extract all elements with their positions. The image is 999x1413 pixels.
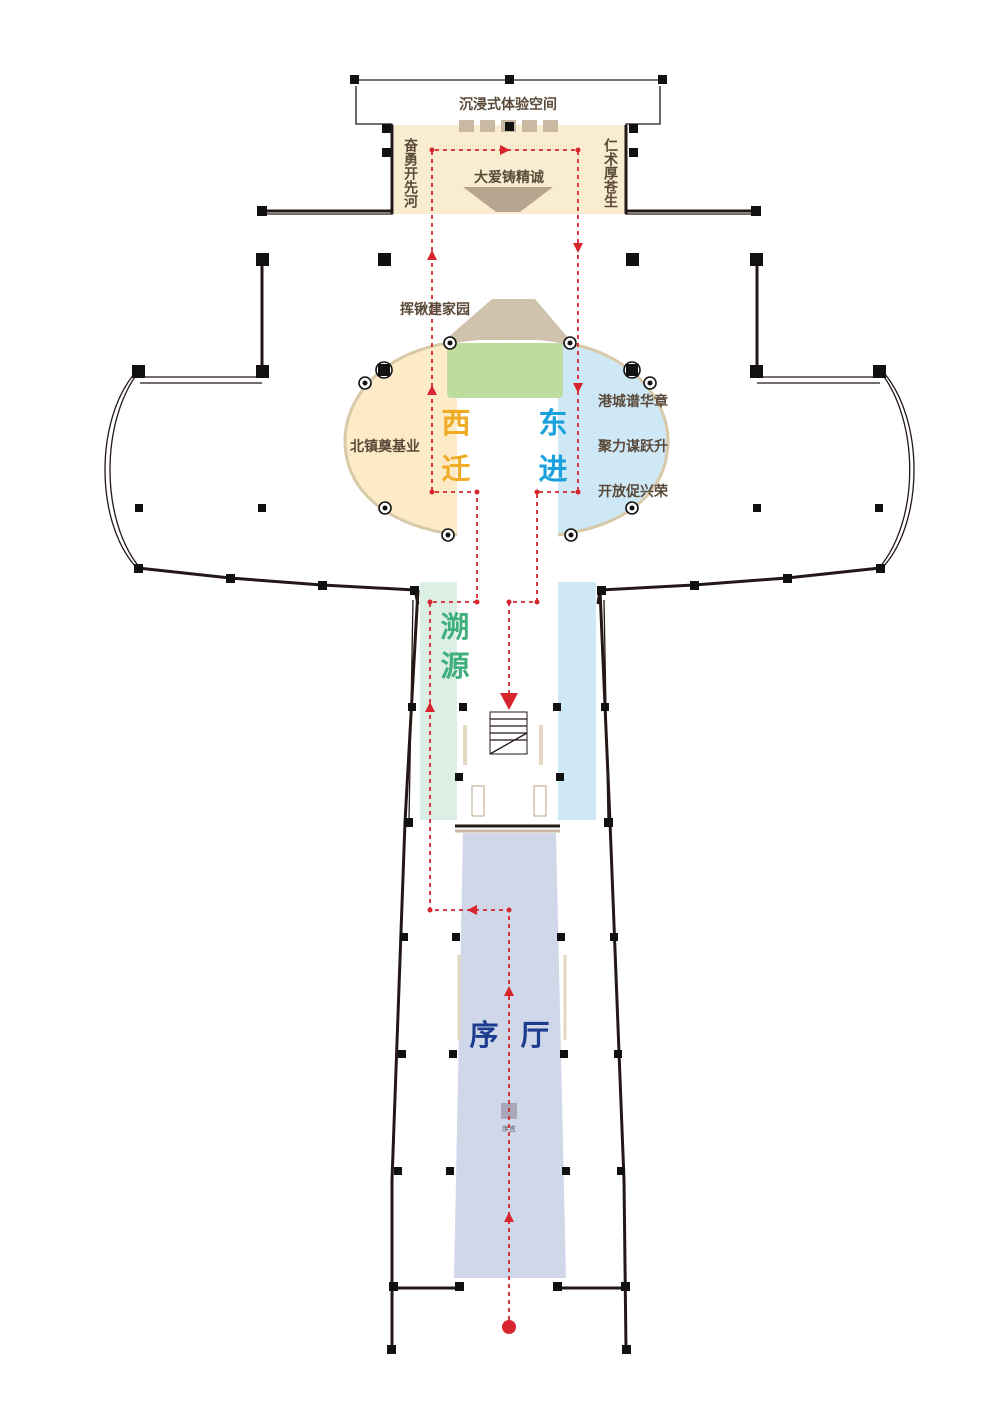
immersive-space-label[interactable]: 沉浸式体验空间 xyxy=(459,96,557,113)
preface-hall-zone[interactable] xyxy=(454,833,566,1278)
west-char-2[interactable]: 迁 xyxy=(441,452,470,486)
west-zone[interactable] xyxy=(345,342,457,535)
west-station-0[interactable]: 北镇奠基业 xyxy=(350,438,420,455)
east-zone[interactable] xyxy=(558,342,668,535)
west-char-1[interactable]: 西 xyxy=(441,406,470,440)
right-column-label[interactable]: 仁术厚苍生 xyxy=(602,137,619,208)
forge-funnel xyxy=(463,187,553,212)
east-station-0[interactable]: 港城谱华章 xyxy=(598,393,668,410)
hometown-label[interactable]: 挥锹建家园 xyxy=(400,301,470,318)
route-start-dot[interactable] xyxy=(502,1320,516,1334)
love-forge-label[interactable]: 大爱铸精诚 xyxy=(474,169,544,186)
east-char-1[interactable]: 东 xyxy=(538,406,567,440)
origin-zone[interactable] xyxy=(420,582,457,820)
hall-char-1[interactable]: 序 xyxy=(469,1018,498,1052)
ring-dots xyxy=(362,340,653,538)
hall-char-2[interactable]: 厅 xyxy=(520,1018,549,1052)
visit-route xyxy=(425,145,583,1334)
route-end-arrow[interactable] xyxy=(500,693,518,710)
east-char-2[interactable]: 进 xyxy=(538,452,567,486)
origin-char-2[interactable]: 源 xyxy=(440,649,469,683)
columns xyxy=(132,75,886,1354)
east-station-1[interactable]: 聚力谋跃升 xyxy=(597,438,668,455)
origin-char-1[interactable]: 溯 xyxy=(440,610,469,644)
left-column-label[interactable]: 奋勇开先河 xyxy=(402,137,419,209)
east-station-2[interactable]: 开放促兴荣 xyxy=(598,483,669,500)
preface-plaque-label: 序言 xyxy=(502,1124,516,1133)
hometown-green[interactable] xyxy=(447,343,563,398)
staircase-icon xyxy=(457,711,567,1040)
hometown-stone xyxy=(445,299,570,340)
east-corridor-zone[interactable] xyxy=(558,582,596,820)
labels: 沉浸式体验空间 大爱铸精诚 奋勇开先河 仁术厚苍生 挥锹建家园 北镇奠基业 港城… xyxy=(350,96,669,1052)
